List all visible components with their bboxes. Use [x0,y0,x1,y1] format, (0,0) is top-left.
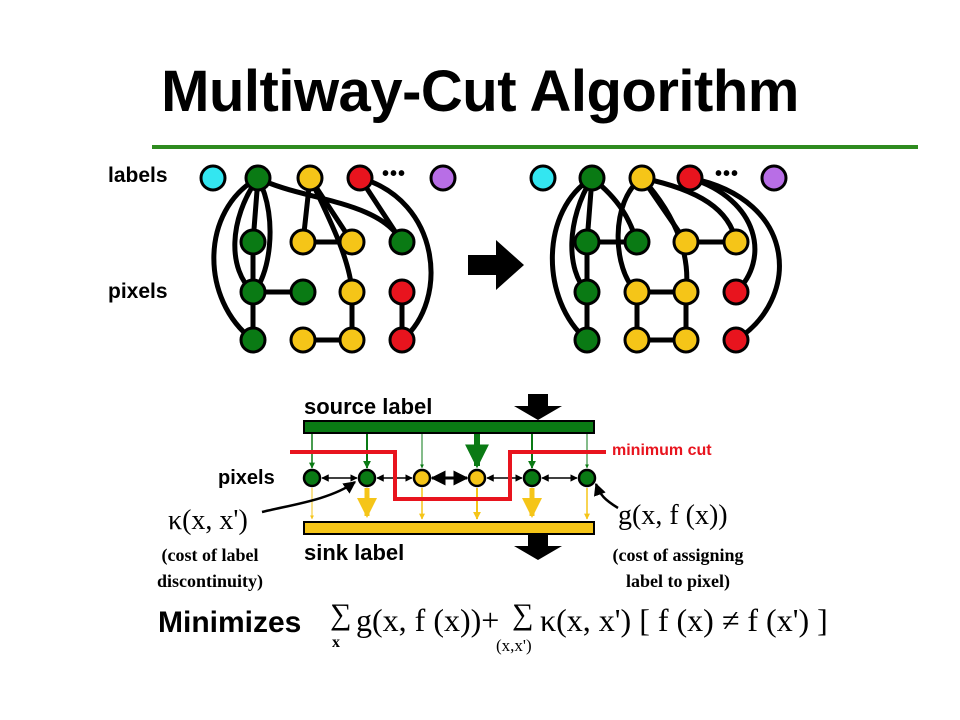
sink-label-text: sink label [304,540,405,565]
source-label-text: source label [304,394,433,419]
pixel-node [573,278,601,306]
pixel-node [722,228,750,256]
source-arrow-icon [514,394,562,420]
g-pointer [593,482,619,510]
pixel-node [573,228,601,256]
pixel-node [289,228,317,256]
pixel-node [388,326,416,354]
edge [687,175,782,343]
pixel-node [467,468,487,488]
pixel-node [722,326,750,354]
cut-pixels-text: pixels [218,467,275,489]
sum-subscript-2: (x,x') [496,636,532,655]
pixels-heading: pixels [108,280,168,303]
pixel-node [289,326,317,354]
pixel-node [722,278,750,306]
cut-pixel-nodes [302,468,597,488]
g-note: (cost of assigning label to pixel) [588,542,768,594]
kappa-term: κ(x, x') [168,505,248,536]
g-note-line1: (cost of assigning [612,545,744,565]
pixel-node [338,278,366,306]
label-node-green [244,164,272,192]
pixel-node [388,278,416,306]
sum-subscript-1: x [332,634,340,651]
ellipsis-left: ••• [382,163,407,185]
pixel-node [338,326,366,354]
pixel-node [388,228,416,256]
kappa-pointer [261,480,357,514]
transition-arrow-icon [468,240,524,290]
pixel-node [302,468,322,488]
pixel-node [522,468,542,488]
graph-after [549,175,782,343]
pixel-node [289,278,317,306]
graph-before [211,175,434,343]
minimizes-label: Minimizes [158,606,302,639]
label-node-yellow [296,164,324,192]
pixel-node [623,278,651,306]
label-node-green [578,164,606,192]
kappa-note-line2: discontinuity) [156,571,264,591]
edge [357,175,434,343]
pixel-node [239,278,267,306]
g-note-line2: label to pixel) [626,571,730,591]
sum-symbol-2: ∑ [512,598,534,631]
sink-arrow-icon [514,534,562,560]
minimum-cut-text: minimum cut [612,442,712,459]
pixel-node [672,228,700,256]
label-node-purple [760,164,788,192]
kappa-note-line1: (cost of label [161,545,259,565]
source-bar [303,420,595,434]
label-node-cyan [529,164,557,192]
pixel-node [338,228,366,256]
title-underline [152,145,918,149]
label-node-yellow [628,164,656,192]
pixel-node [623,326,651,354]
sink-bar [303,521,595,535]
minimum-cut-line [290,450,606,501]
sum-symbol-1: ∑ [330,598,352,631]
g-term: g(x, f (x)) [618,500,728,531]
edge [255,175,405,245]
pixel-node [577,468,597,488]
sink-links [310,488,590,520]
pixel-node [412,468,432,488]
label-node-cyan [199,164,227,192]
kappa-note: (cost of label discontinuity) [130,542,290,594]
edge [687,175,758,295]
objective-term-1: g(x, f (x))+ [356,602,500,638]
labels-heading: labels [108,164,168,187]
pixel-node [239,326,267,354]
graph-before-nodes [199,164,457,354]
pixel-node [357,468,377,488]
pixel-node [573,326,601,354]
pixel-node [672,278,700,306]
objective-term-2: κ(x, x') [ f (x) ≠ f (x') ] [540,602,828,638]
label-node-red [676,164,704,192]
ellipsis-right: ••• [715,163,740,185]
graph-after-nodes [529,164,788,354]
edge [549,175,595,343]
label-node-purple [429,164,457,192]
page-title: Multiway-Cut Algorithm [161,59,799,124]
edge [211,175,261,343]
pixel-node [623,228,651,256]
pixel-node [239,228,267,256]
label-node-red [346,164,374,192]
pixel-node [672,326,700,354]
